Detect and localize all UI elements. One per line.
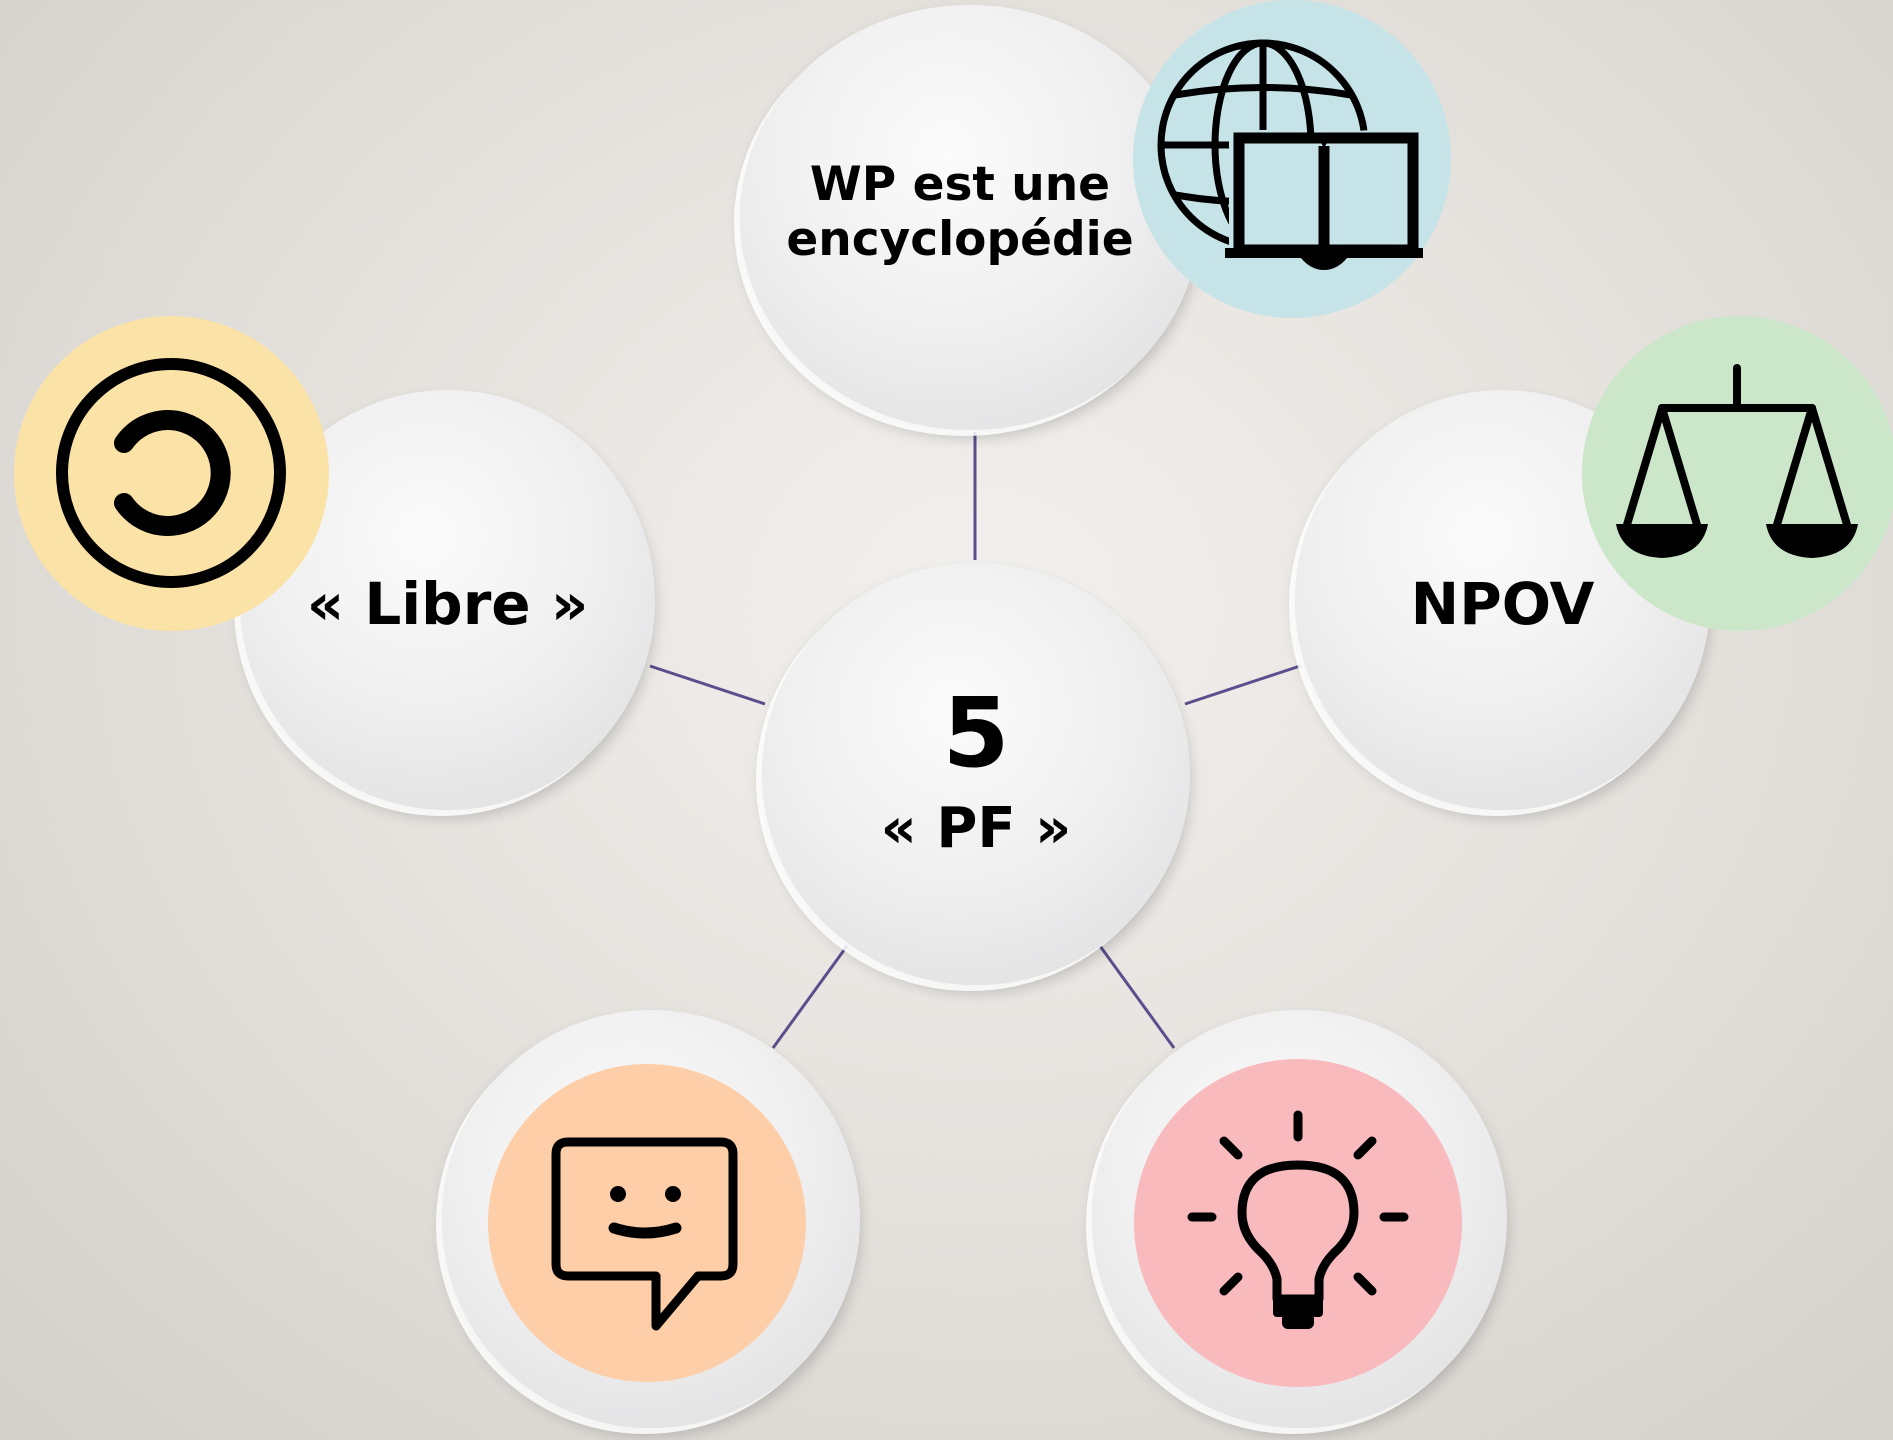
badge-communication: [488, 1064, 806, 1382]
connector-npov: [1184, 664, 1301, 706]
center-label: « PF »: [880, 796, 1072, 862]
node-center: 5 « PF »: [762, 563, 1190, 985]
connector-idea: [1098, 945, 1176, 1049]
smiley-chat-icon: [551, 1137, 738, 1331]
connector-communication: [771, 945, 849, 1049]
node-encyclopedia: WP est une encyclopédie: [740, 5, 1200, 430]
balance-scale-icon: [1616, 364, 1858, 558]
encyclopedia-line2: encyclopédie: [786, 211, 1134, 267]
badge-encyclopedia: [1133, 0, 1451, 318]
badge-idea: [1134, 1059, 1462, 1387]
libre-label: « Libre »: [306, 570, 589, 638]
copyleft-icon: [56, 358, 286, 588]
npov-label: NPOV: [1410, 570, 1595, 638]
lightbulb-icon: [1187, 1110, 1409, 1329]
encyclopedia-line1: WP est une: [809, 157, 1111, 213]
globe-book-icon: [1157, 39, 1423, 275]
center-number: 5: [942, 677, 1010, 790]
connector-libre: [649, 664, 766, 706]
badge-npov: [1582, 316, 1893, 631]
badge-libre: [14, 316, 329, 631]
